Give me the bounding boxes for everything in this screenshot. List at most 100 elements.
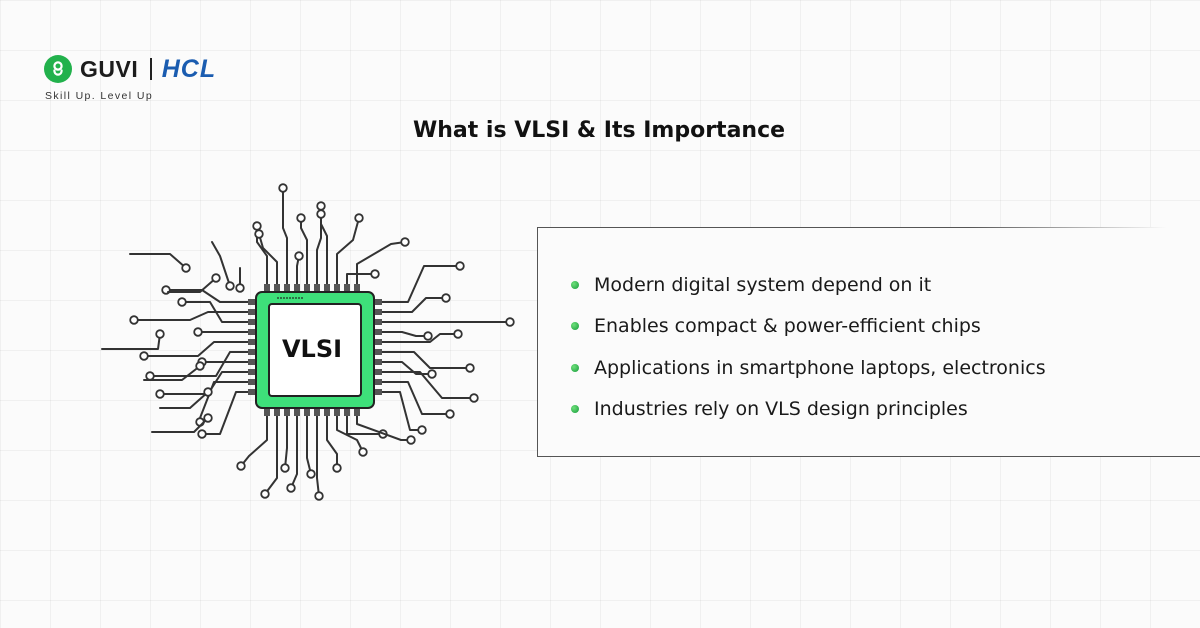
chip-pin (248, 339, 256, 345)
chip-pin (284, 284, 290, 292)
chip-dot (283, 297, 285, 299)
list-item-text: Modern digital system depend on it (594, 273, 932, 296)
chip-dot (292, 297, 294, 299)
circuit-trace (356, 415, 412, 441)
trace-node (286, 483, 296, 493)
page-title: What is VLSI & Its Importance (412, 118, 786, 143)
importance-panel: Modern digital system depend on it Enabl… (537, 227, 1200, 457)
circuit-trace (149, 351, 249, 377)
logo-divider (150, 58, 152, 80)
chip-pin (304, 408, 310, 416)
brand-tagline: Skill Up. Level Up (45, 90, 154, 102)
chip-pin (304, 284, 310, 292)
circuit-trace (326, 415, 338, 469)
trace-node (453, 329, 463, 339)
chip-pin (354, 408, 360, 416)
brand-logo: GUVI HCL Skill Up. Level Up (44, 54, 304, 104)
chip-pin (248, 299, 256, 305)
circuit-trace (258, 233, 278, 285)
trace-node (296, 213, 306, 223)
list-item-text: Applications in smartphone laptops, elec… (594, 356, 1046, 379)
circuit-trace (381, 331, 429, 337)
chip-dot-row (277, 297, 303, 299)
circuit-traces (101, 183, 515, 501)
trace-node (260, 489, 270, 499)
trace-node (316, 201, 326, 211)
chip-pin (334, 284, 340, 292)
trace-node (423, 331, 433, 341)
chip-pin (374, 339, 382, 345)
bullet-icon (571, 405, 579, 414)
circuit-trace (167, 277, 217, 293)
trace-node (203, 387, 213, 397)
trace-node (195, 361, 205, 371)
trace-node (129, 315, 139, 325)
circuit-trace (165, 289, 249, 303)
chip-pin (374, 379, 382, 385)
circuit-trace (381, 371, 475, 399)
bullet-icon (571, 363, 579, 372)
trace-node (306, 469, 316, 479)
chip-pin (374, 319, 382, 325)
trace-node (211, 273, 221, 283)
importance-list: Modern digital system depend on it Enabl… (571, 264, 1046, 430)
chip-pin (248, 349, 256, 355)
chip-pin (274, 284, 280, 292)
chip-dot (301, 297, 303, 299)
guvi-mark-icon (44, 55, 72, 83)
chip-pin (248, 329, 256, 335)
trace-node (332, 463, 342, 473)
circuit-trace (151, 417, 209, 433)
chip-dot (289, 297, 291, 299)
trace-node (294, 251, 304, 261)
trace-node (235, 283, 245, 293)
chip-pins (248, 284, 382, 416)
trace-node (370, 269, 380, 279)
trace-node (400, 237, 410, 247)
circuit-trace (159, 391, 209, 409)
trace-node (505, 317, 515, 327)
trace-node (203, 413, 213, 423)
circuit-trace (346, 415, 384, 435)
chip-dot (298, 297, 300, 299)
chip-label: VLSI (282, 335, 342, 363)
trace-node (280, 463, 290, 473)
circuit-trace (264, 415, 278, 495)
circuit-trace (346, 273, 376, 285)
circuit-trace (336, 217, 360, 285)
chip-pin (314, 408, 320, 416)
circuit-trace (143, 365, 201, 381)
chip-pin (344, 408, 350, 416)
chip-dot (277, 297, 279, 299)
chip-pin (374, 349, 382, 355)
chip-pin (334, 408, 340, 416)
trace-node (236, 461, 246, 471)
chip-pin (354, 284, 360, 292)
trace-node (445, 409, 455, 419)
trace-node (225, 281, 235, 291)
trace-node (193, 327, 203, 337)
circuit-trace (290, 415, 298, 489)
chip-pin (314, 284, 320, 292)
circuit-trace (129, 253, 187, 269)
chip-pin (248, 319, 256, 325)
circuit-trace (181, 301, 249, 323)
circuit-trace (381, 297, 447, 313)
chip-pin (264, 284, 270, 292)
trace-node (139, 351, 149, 361)
trace-node (155, 389, 165, 399)
circuit-trace (320, 213, 328, 285)
trace-node (197, 429, 207, 439)
chip-dot (295, 297, 297, 299)
circuit-trace (133, 311, 249, 321)
chip-pin (248, 359, 256, 365)
chip-pin (374, 299, 382, 305)
circuit-trace (381, 333, 459, 343)
chip-dot (280, 297, 282, 299)
chip-pin (294, 408, 300, 416)
trace-node (358, 447, 368, 457)
hcl-wordmark: HCL (161, 54, 217, 83)
circuit-trace (143, 341, 249, 357)
list-item: Modern digital system depend on it (571, 264, 1046, 306)
circuit-trace (300, 217, 308, 285)
